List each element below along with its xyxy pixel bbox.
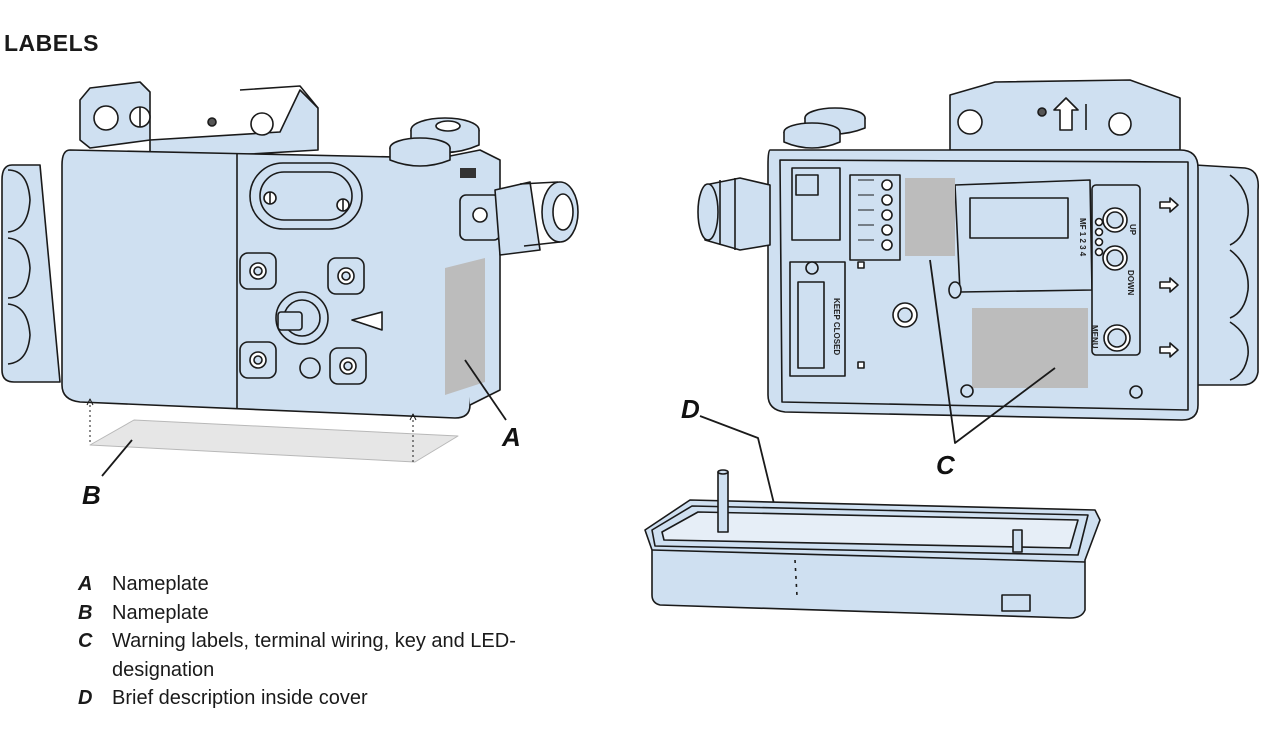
- legend: A Nameplate B Nameplate C Warning labels…: [78, 570, 532, 713]
- legend-item: C Warning labels, terminal wiring, key a…: [78, 627, 532, 684]
- legend-text: Nameplate: [112, 573, 209, 595]
- legend-item: D Brief description inside cover: [78, 684, 532, 713]
- legend-item: B Nameplate: [78, 599, 532, 628]
- up-key-mark: UP: [1128, 224, 1137, 236]
- callout-b: B: [82, 480, 101, 510]
- page-title: LABELS: [4, 30, 99, 56]
- keep-closed-mark: KEEP CLOSED: [832, 298, 841, 355]
- legend-text: Nameplate: [112, 601, 209, 624]
- callout-d: D: [681, 394, 700, 424]
- right-positioner: [697, 79, 1260, 591]
- legend-item: A Nameplate: [78, 570, 532, 599]
- nameplate-b: [89, 419, 459, 463]
- led-designation-mark: MF 1 2 3 4: [1078, 218, 1087, 257]
- warning-label-terminal: [905, 178, 955, 256]
- legend-key: C: [78, 630, 93, 652]
- warning-label-panel: [972, 308, 1088, 388]
- legend-text: Brief description inside cover: [112, 687, 368, 709]
- nameplate-a: [445, 258, 485, 395]
- menu-key-mark: MENU: [1090, 325, 1099, 349]
- callout-a: A: [501, 422, 521, 452]
- down-key-mark: DOWN: [1126, 270, 1135, 296]
- cover: [644, 469, 1101, 619]
- left-positioner: [1, 81, 579, 477]
- legend-text: Warning labels, terminal wiring, key and…: [112, 630, 516, 681]
- legend-key: B: [78, 601, 93, 624]
- callout-c: C: [936, 450, 956, 480]
- legend-key: A: [78, 573, 93, 595]
- legend-key: D: [78, 687, 93, 709]
